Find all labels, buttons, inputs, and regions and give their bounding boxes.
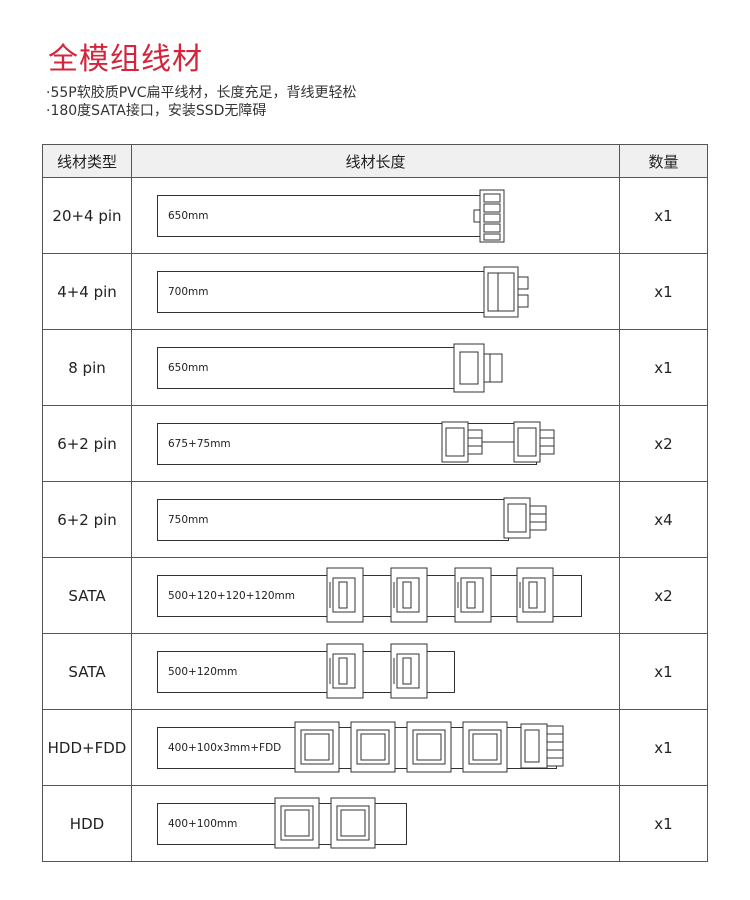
cable-length-cell: 700mm (131, 253, 620, 330)
cable-body: 500+120+120+120mm (157, 575, 582, 617)
cable-qty: x2 (619, 557, 708, 634)
cable-qty: x1 (619, 177, 708, 254)
cable-type: 6+2 pin (42, 405, 132, 482)
cable-body: 700mm (157, 271, 487, 313)
sata-4x-icon (326, 567, 554, 623)
cable-type: SATA (42, 633, 132, 710)
table-row: HDD+FDD 400+100x3mm+FDD x1 (42, 709, 708, 786)
table-row: 20+4 pin 650mm x1 (42, 177, 708, 254)
feature-item: ·180度SATA接口，安装SSD无障碍 (46, 103, 267, 119)
cable-length-cell: 500+120+120+120mm (131, 557, 620, 634)
pcie-6plus2-icon (503, 497, 547, 539)
cable-length-cell: 650mm (131, 177, 620, 254)
cable-length-label: 675+75mm (168, 438, 231, 450)
sata-2x-icon (326, 643, 428, 699)
feature-item: ·55P软胶质PVC扁平线材，长度充足，背线更轻松 (46, 85, 357, 101)
cable-type: 20+4 pin (42, 177, 132, 254)
cable-type: 4+4 pin (42, 253, 132, 330)
cable-length-cell: 400+100x3mm+FDD (131, 709, 620, 786)
cable-spec-table: 线材类型 线材长度 数量 20+4 pin 650mm x1 4+4 pin 7… (42, 144, 708, 862)
cable-qty: x1 (619, 329, 708, 406)
eps-4plus4-icon (483, 266, 529, 318)
table-row: 8 pin 650mm x1 (42, 329, 708, 406)
cable-body: 750mm (157, 499, 509, 541)
cable-qty: x4 (619, 481, 708, 558)
cable-type: HDD+FDD (42, 709, 132, 786)
cable-length-cell: 400+100mm (131, 785, 620, 862)
molex-4x-fdd-icon (294, 721, 564, 773)
cable-length-label: 400+100mm (168, 818, 238, 830)
table-row: HDD 400+100mm x1 (42, 785, 708, 862)
cable-length-cell: 650mm (131, 329, 620, 406)
column-header-type: 线材类型 (42, 144, 132, 178)
cable-qty: x1 (619, 785, 708, 862)
cable-length-label: 500+120+120+120mm (168, 590, 296, 602)
cable-length-label: 650mm (168, 362, 209, 374)
cable-qty: x1 (619, 709, 708, 786)
table-row: 6+2 pin 750mm x4 (42, 481, 708, 558)
cable-type: SATA (42, 557, 132, 634)
column-header-qty: 数量 (619, 144, 708, 178)
cable-type: 8 pin (42, 329, 132, 406)
cable-length-cell: 750mm (131, 481, 620, 558)
page-title: 全模组线材 (48, 42, 203, 77)
cable-length-label: 700mm (168, 286, 209, 298)
pcie-8pin-icon (453, 343, 503, 393)
cable-length-label: 650mm (168, 210, 209, 222)
cable-length-label: 750mm (168, 514, 209, 526)
cable-body: 650mm (157, 347, 455, 389)
pcie-6plus2-double-icon (441, 421, 555, 463)
atx-24pin-icon (473, 189, 505, 243)
cable-length-cell: 500+120mm (131, 633, 620, 710)
cable-type: 6+2 pin (42, 481, 132, 558)
cable-qty: x1 (619, 633, 708, 710)
cable-length-label: 500+120mm (168, 666, 238, 678)
table-header-row: 线材类型 线材长度 数量 (42, 144, 708, 178)
column-header-length: 线材长度 (131, 144, 620, 178)
cable-qty: x1 (619, 253, 708, 330)
table-row: 4+4 pin 700mm x1 (42, 253, 708, 330)
table-row: SATA 500+120+120+120mm x2 (42, 557, 708, 634)
table-row: SATA 500+120mm x1 (42, 633, 708, 710)
cable-length-cell: 675+75mm (131, 405, 620, 482)
molex-2x-icon (274, 797, 376, 849)
cable-type: HDD (42, 785, 132, 862)
table-row: 6+2 pin 675+75mm x2 (42, 405, 708, 482)
cable-length-label: 400+100x3mm+FDD (168, 742, 282, 754)
feature-list: ·55P软胶质PVC扁平线材，长度充足，背线更轻松 ·180度SATA接口，安装… (46, 84, 357, 120)
cable-body: 650mm (157, 195, 482, 237)
cable-qty: x2 (619, 405, 708, 482)
